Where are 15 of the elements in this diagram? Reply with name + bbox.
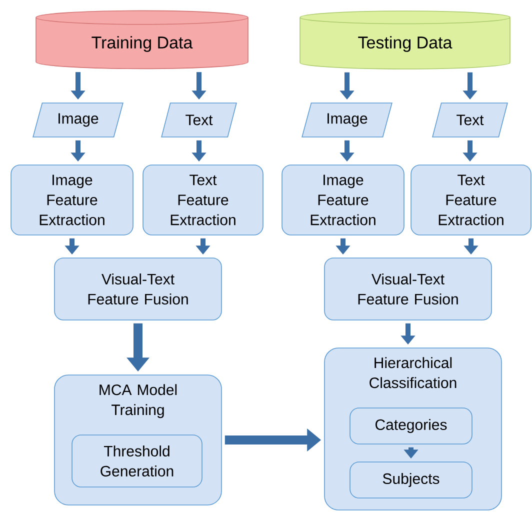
input-parallelogram: Image — [32, 102, 124, 138]
process-box: Image Feature Extraction — [10, 164, 134, 236]
input-parallelogram: Image — [302, 102, 392, 138]
process-box: Subjects — [350, 462, 472, 498]
process-box: Threshold Generation — [72, 434, 202, 488]
process-box: Visual-Text Feature Fusion — [324, 258, 492, 320]
database-cylinder: Training Data — [36, 10, 248, 70]
process-box: Categories — [350, 408, 472, 444]
process-box: Text Feature Extraction — [142, 164, 264, 236]
process-box: Visual-Text Feature Fusion — [54, 258, 222, 320]
process-box: Text Feature Extraction — [410, 164, 532, 236]
input-parallelogram: Text — [161, 102, 237, 138]
input-parallelogram: Text — [432, 102, 508, 138]
process-box: Image Feature Extraction — [282, 164, 404, 236]
database-cylinder: Testing Data — [300, 10, 510, 70]
